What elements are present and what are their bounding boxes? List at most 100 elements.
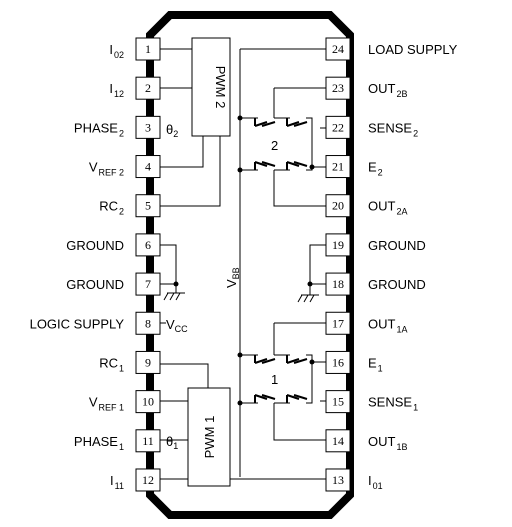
pin-box (135, 76, 161, 100)
left-pin-7: 7 GROUND (66, 272, 161, 296)
pwm1-block (187, 387, 231, 487)
pin-box (135, 350, 161, 374)
pin-label: RC2 (99, 199, 124, 217)
pin-number: 1 (145, 42, 151, 56)
pin-box (135, 37, 161, 61)
junction-dots (173, 115, 315, 406)
pin-number: 12 (142, 473, 154, 487)
junction-dot (309, 359, 315, 365)
pin-box (325, 390, 351, 414)
switch-2c (254, 161, 276, 170)
pin-box (325, 311, 351, 335)
junction-dot (237, 400, 243, 406)
vbb-label: VBB (224, 267, 241, 288)
junction-dot (237, 115, 243, 121)
package-body (146, 11, 354, 519)
pin-number: 16 (332, 355, 344, 369)
pin-box (135, 272, 161, 296)
pwm1-label: PWM 1 (202, 416, 217, 459)
pwm2-block (191, 37, 231, 137)
pin-box (325, 194, 351, 218)
pin-number: 24 (332, 42, 344, 56)
pin-label: OUT1A (368, 316, 407, 334)
pin-box (135, 468, 161, 492)
pin-number: 3 (145, 120, 151, 134)
left-pin-3: 3 PHASE2 (74, 115, 161, 139)
pin-label: I01 (368, 473, 383, 491)
pin-label: LOAD SUPPLY (368, 42, 458, 57)
pin-label: RC1 (99, 355, 124, 373)
pin-number: 5 (145, 199, 151, 213)
pin-label: I02 (109, 42, 124, 60)
pin-box (135, 233, 161, 257)
junction-dot (237, 167, 243, 173)
left-pin-10: 10 VREF 1 (89, 390, 161, 414)
pin-label: E2 (368, 160, 383, 178)
switch-1b (286, 355, 308, 364)
pin-label: GROUND (66, 277, 124, 292)
pin-box (325, 272, 351, 296)
pin-box (325, 429, 351, 453)
pin-number: 13 (332, 473, 344, 487)
left-pin-5: 5 RC2 (99, 194, 161, 218)
pin-number: 21 (332, 160, 344, 174)
ground-icon (163, 292, 185, 301)
switch-1a (254, 355, 276, 364)
left-pin-2: 2 I12 (109, 76, 161, 100)
theta2-label: θ2 (166, 122, 178, 139)
pin-label: GROUND (368, 238, 426, 253)
vcc-label: VCC (166, 317, 188, 334)
pin-label: I12 (109, 81, 124, 99)
switch-2a (254, 118, 276, 127)
switch-1c (254, 394, 276, 403)
pin-box (325, 115, 351, 139)
pin-number: 7 (145, 277, 151, 291)
junction-dot (173, 281, 179, 287)
pin-label: VREF 2 (89, 160, 124, 178)
pin-box (325, 468, 351, 492)
pin-number: 10 (142, 395, 154, 409)
bridge2-label: 2 (271, 138, 278, 153)
pin-label: OUT2B (368, 81, 407, 99)
pin-label: PHASE2 (74, 120, 124, 138)
bridge-switches (254, 118, 308, 403)
pin-label: LOGIC SUPPLY (30, 316, 125, 331)
pin-label: OUT2A (368, 199, 407, 217)
vcc-sub: CC (175, 324, 188, 334)
pin-number: 2 (145, 81, 151, 95)
left-pin-9: 9 RC1 (99, 350, 161, 374)
right-pin-21: 21 E2 (325, 155, 383, 179)
pin-box (325, 233, 351, 257)
pin-box (135, 429, 161, 453)
pin-number: 9 (145, 355, 151, 369)
bridge1-label: 1 (271, 372, 278, 387)
pin-box (135, 155, 161, 179)
pin-box (135, 194, 161, 218)
pin-label: SENSE1 (368, 395, 418, 413)
pin-label: SENSE2 (368, 120, 418, 138)
junction-dot (309, 164, 315, 170)
pin-label: VREF 1 (89, 395, 124, 413)
pin-box (135, 311, 161, 335)
pin-box (325, 350, 351, 374)
pin-number: 8 (145, 316, 151, 330)
pin-label: OUT1B (368, 434, 407, 452)
junction-dot (307, 281, 313, 287)
theta1-sub: 1 (173, 441, 178, 451)
